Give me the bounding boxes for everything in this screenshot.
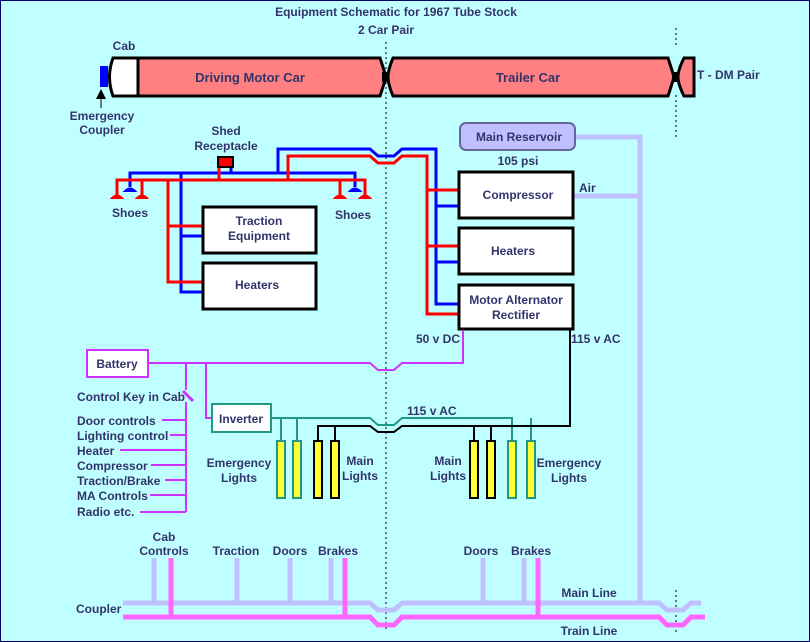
control-item: Traction/Brake <box>77 474 161 488</box>
cab-label: Cab <box>113 39 136 53</box>
cab-controls-label-1: Cab <box>153 530 176 544</box>
shoes-left-icon <box>109 187 150 199</box>
arrow-up-icon <box>96 89 106 99</box>
positive-wiring <box>115 154 459 316</box>
main-lights-right-label-1: Main <box>434 454 461 468</box>
main-line-label: Main Line <box>561 586 617 600</box>
emergency-coupler-label-2: Coupler <box>79 123 125 137</box>
main-reservoir[interactable] <box>459 122 576 151</box>
main-light-icon <box>469 440 479 499</box>
main-light-icon <box>313 440 323 499</box>
emergency-lights-right-label-1: Emergency <box>537 456 602 470</box>
traction-equipment-label-1: Traction <box>236 214 283 228</box>
main-lights-left-label-2: Lights <box>342 469 378 483</box>
driving-motor-car-label: Driving Motor Car <box>195 70 305 85</box>
battery-box[interactable] <box>86 349 149 378</box>
motor-alternator-rectifier-box[interactable] <box>457 283 575 331</box>
shed-label-1: Shed <box>211 124 240 138</box>
shoes-right-icon <box>332 187 373 199</box>
heaters-right-label: Heaters <box>491 244 535 258</box>
main-line[interactable] <box>123 558 701 613</box>
trailer-car[interactable] <box>386 56 676 98</box>
heaters-left-label: Heaters <box>235 278 279 292</box>
inverter-box[interactable] <box>211 403 272 433</box>
diagram-title: Equipment Schematic for 1967 Tube Stock <box>275 5 517 19</box>
compressor-label: Compressor <box>483 188 554 202</box>
control-item: Heater <box>77 444 115 458</box>
pair-coupling <box>672 72 680 82</box>
emergency-light-icon <box>292 440 302 499</box>
emergency-coupler-icon <box>100 66 108 87</box>
coupler-label: Coupler <box>76 602 122 616</box>
control-functions-list: Door controls Lighting control Heater Co… <box>77 414 168 519</box>
main-light-icon <box>330 440 340 499</box>
ac-output-label: 115 v AC <box>571 332 621 346</box>
shed-label-2: Receptacle <box>194 139 258 153</box>
emergency-light-icon <box>507 440 517 499</box>
brakes-left-label: Brakes <box>318 544 358 558</box>
next-pair-label: T - DM Pair <box>697 68 760 82</box>
control-item: MA Controls <box>77 489 148 503</box>
doors-left-label: Doors <box>273 544 308 558</box>
train-line-label: Train Line <box>561 624 618 638</box>
battery-wiring <box>120 330 464 513</box>
control-item: Door controls <box>77 414 156 428</box>
emergency-lights-right-label-2: Lights <box>551 471 587 485</box>
emergency-lights-left-label-2: Lights <box>221 471 257 485</box>
shed-receptacle-icon[interactable] <box>217 156 234 168</box>
control-item: Compressor <box>77 459 148 473</box>
control-key-switch-icon[interactable] <box>181 389 195 403</box>
battery-label: Battery <box>96 357 138 371</box>
inverter-output-label: 115 v AC <box>407 404 457 418</box>
trailer-car-label: Trailer Car <box>496 70 560 85</box>
ac-main-wiring <box>317 330 571 441</box>
mar-label-2: Rectifier <box>492 308 540 322</box>
control-item: Radio etc. <box>77 505 134 519</box>
emergency-light-icon <box>276 440 286 499</box>
cab-end <box>108 56 140 98</box>
pressure-label: 105 psi <box>498 154 539 168</box>
control-item: Lighting control <box>77 429 168 443</box>
inverter-label: Inverter <box>219 412 263 426</box>
emergency-light-icon <box>526 440 536 499</box>
heaters-left-box[interactable] <box>201 261 318 311</box>
traction-line-label: Traction <box>213 544 260 558</box>
dc-output-label: 50 v DC <box>416 332 460 346</box>
train-line[interactable] <box>123 558 705 628</box>
doors-right-label: Doors <box>464 544 499 558</box>
next-car-stub <box>676 56 696 98</box>
main-reservoir-label: Main Reservoir <box>476 130 562 144</box>
shoes-right-label: Shoes <box>335 208 371 222</box>
shoes-left-label: Shoes <box>112 206 148 220</box>
diagram-subtitle: 2 Car Pair <box>358 23 414 37</box>
inverter-wiring <box>271 417 532 441</box>
traction-equipment-box[interactable] <box>201 205 318 255</box>
traction-equipment-label-2: Equipment <box>228 229 290 243</box>
air-label: Air <box>579 181 596 195</box>
car-coupling <box>382 72 390 82</box>
main-light-icon <box>486 440 496 499</box>
control-key-label: Control Key in Cab <box>77 390 185 404</box>
cab-controls-label-2: Controls <box>139 544 189 558</box>
air-pipework <box>574 134 643 602</box>
emergency-lights-left-label-1: Emergency <box>207 456 272 470</box>
main-lights-right-label-2: Lights <box>430 469 466 483</box>
main-lights-left-label-1: Main <box>346 454 373 468</box>
emergency-coupler-label-1: Emergency <box>70 109 135 123</box>
brakes-right-label: Brakes <box>511 544 551 558</box>
heaters-right-box[interactable] <box>457 226 575 276</box>
mar-label-1: Motor Alternator <box>469 293 563 307</box>
compressor-box[interactable] <box>457 170 575 220</box>
